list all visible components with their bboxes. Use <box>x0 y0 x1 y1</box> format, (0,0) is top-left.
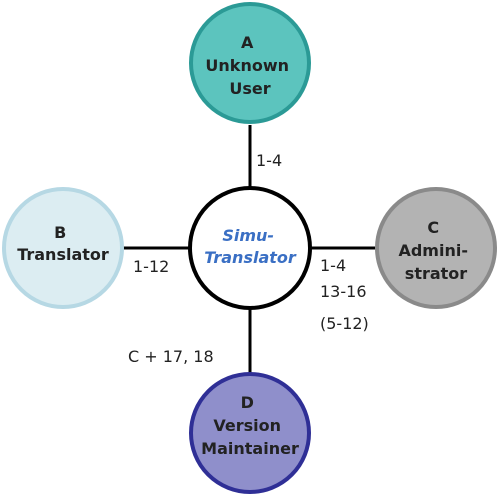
node-c-circle <box>375 187 497 309</box>
node-b-translator: B Translator <box>2 187 124 309</box>
node-b-line2: Translator <box>17 245 109 264</box>
node-a-unknown-user: A Unknown User <box>189 2 311 124</box>
node-d-version-maintainer: D Version Maintainer <box>189 372 311 494</box>
center-circle <box>188 186 312 310</box>
node-d-letter: D <box>241 393 254 412</box>
edge-label-right-1: 1-4 <box>320 256 346 275</box>
center-line2: Translator <box>204 248 297 267</box>
edge-label-bottom: C + 17, 18 <box>128 347 214 366</box>
svg-text:A Unknown User: A Unknown User <box>205 33 294 98</box>
node-center-simu-translator: Simu- Translator <box>188 186 312 310</box>
node-c-administrator: C Admini- strator <box>375 187 497 309</box>
node-d-circle <box>189 372 311 494</box>
svg-text:C Admini- strator: C Admini- strator <box>398 218 473 283</box>
node-c-line2: Admini- <box>398 241 468 260</box>
node-c-letter: C <box>427 218 439 237</box>
node-d-line2: Version <box>213 416 281 435</box>
node-a-line2: Unknown <box>205 56 289 75</box>
svg-text:1-4 13-16 (5-12): 1-4 13-16 (5-12) <box>320 256 372 333</box>
node-a-circle <box>189 2 311 124</box>
edge-label-top: 1-4 <box>256 151 282 170</box>
edge-label-right-3: (5-12) <box>320 314 369 333</box>
node-a-letter: A <box>241 33 254 52</box>
node-b-letter: B <box>54 223 66 242</box>
svg-text:B Translator: B Translator <box>17 223 109 264</box>
node-c-line3: strator <box>405 264 468 283</box>
edge-label-right-2: 13-16 <box>320 282 367 301</box>
node-d-line3: Maintainer <box>201 439 299 458</box>
node-a-line3: User <box>229 79 270 98</box>
svg-text:D Version Maintain: D Version Maintainer <box>201 393 299 458</box>
node-b-circle <box>2 187 124 309</box>
center-line1: Simu- <box>222 226 274 245</box>
edge-label-left: 1-12 <box>133 257 169 276</box>
center-label: Simu- Translator <box>204 226 297 267</box>
